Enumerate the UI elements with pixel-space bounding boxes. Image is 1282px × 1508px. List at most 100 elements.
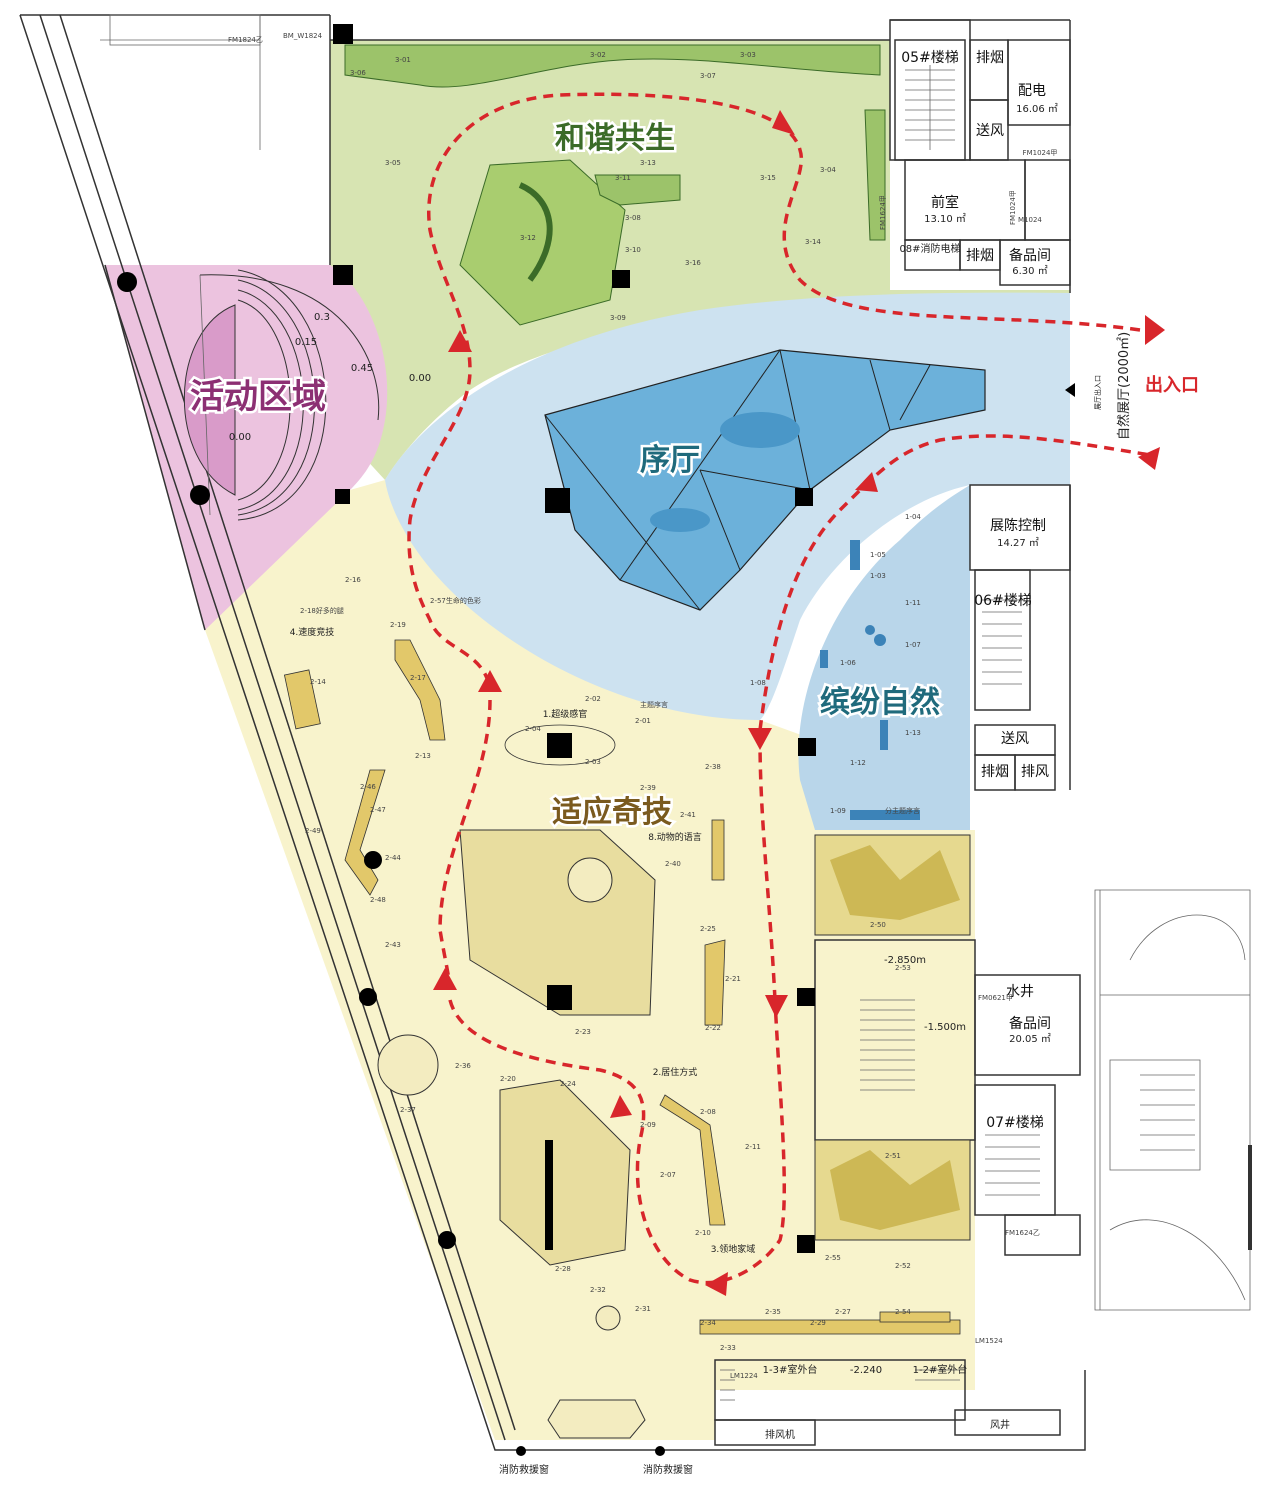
exhibit-label: 2-44 (385, 854, 401, 862)
exhibit-label: 2-32 (590, 1286, 606, 1294)
room-storage-2-area: 20.05 ㎡ (1009, 1033, 1051, 1045)
room-smoke-3: 排烟 (981, 764, 1009, 780)
section-s3: 3.领地家域 (711, 1243, 756, 1255)
exhibit-label: 2-34 (700, 1319, 716, 1327)
exhibit-label: 2-21 (725, 975, 741, 983)
level-6: -2.850m (884, 955, 926, 966)
exhibit-label: 2-36 (455, 1062, 471, 1070)
exhibit-label: 3-08 (625, 214, 641, 222)
exhibit-label: 3-04 (820, 166, 836, 174)
exhibit-label: 2-53 (895, 964, 911, 972)
exhibit-label: 2-46 (360, 783, 376, 791)
door-code-d8: LM1224 (730, 1372, 758, 1380)
level-5: 0.00 (229, 432, 251, 443)
room-exhibit-control: 展陈控制 (990, 517, 1046, 534)
exhibit-label: 2-16 (345, 576, 361, 584)
room-exhaust-machine: 排风机 (765, 1428, 795, 1441)
exhibit-label: 2-17 (410, 674, 426, 682)
exhibit-label: 3-11 (615, 174, 631, 182)
section-s2: 2.居住方式 (653, 1066, 698, 1078)
exhibit-label: 2-20 (500, 1075, 516, 1083)
exhibit-label: 1-12 (850, 759, 866, 767)
room-outdoor-1: 1-3#室外台 (763, 1363, 818, 1376)
level-4: 0.00 (409, 373, 431, 384)
exhibit-label: 2-39 (640, 784, 656, 792)
room-storage-2: 备品间 (1009, 1015, 1051, 1032)
section-labels: 1.超级感官 2.居住方式 3.领地家域 4.速度竞技 8.动物的语言 (290, 626, 756, 1255)
exhibit-label: 2-23 (575, 1028, 591, 1036)
exhibit-label: 3-07 (700, 72, 716, 80)
room-stair07: 07#楼梯 (986, 1115, 1044, 1131)
zone-activity-area (105, 265, 388, 630)
exhibit-label: 2-22 (705, 1024, 721, 1032)
exhibit-label: 2-19 (390, 621, 406, 629)
zone-title-adapt: 适应奇技 (552, 795, 672, 830)
room-air-2: 送风 (1001, 731, 1029, 747)
exhibit-label: 2-14 (310, 678, 326, 686)
room-stair06: 06#楼梯 (974, 593, 1032, 609)
service-rooms (714, 19, 1081, 1446)
room-power-area: 16.06 ㎡ (1016, 103, 1058, 115)
exhibit-label: 1-04 (905, 513, 921, 521)
room-smoke-2: 排烟 (966, 248, 994, 264)
visitor-route (407, 92, 1165, 1296)
level-8: -2.240 (850, 1365, 882, 1376)
hall-label: 自然展厅(2000㎡) (1116, 332, 1132, 440)
door-code-d9: LM1524 (975, 1337, 1003, 1345)
door-code-d7: FM1624乙 (1005, 1229, 1040, 1237)
exhibit-label: 1-03 (870, 572, 886, 580)
exhibit-label: 2-52 (895, 1262, 911, 1270)
exhibit-label: 2-47 (370, 806, 386, 814)
exhibit-label: 2-41 (680, 811, 696, 819)
room-storage-1: 备品间 (1009, 247, 1051, 264)
exhibit-label: 2-35 (765, 1308, 781, 1316)
level-2: 0.15 (295, 337, 317, 348)
exhibit-label: 2-38 (705, 763, 721, 771)
exhibit-label: 2-29 (810, 1319, 826, 1327)
diverse-elements (798, 540, 920, 820)
room-power: 配电 (1018, 83, 1046, 99)
exhibit-label: 1-07 (905, 641, 921, 649)
room-air-1: 送风 (976, 123, 1004, 139)
door-fm1024-1: FM1024甲 (1023, 149, 1058, 157)
entrance-small-label: 展厅出入口 (1093, 375, 1102, 410)
exhibit-label: 1-06 (840, 659, 856, 667)
room-exhibit-control-area: 14.27 ㎡ (997, 537, 1039, 549)
exhibit-label: 3-01 (395, 56, 411, 64)
exhibit-label: 1-13 (905, 729, 921, 737)
exhibit-label: 2-11 (745, 1143, 761, 1151)
exhibit-label: 2-37 (400, 1106, 416, 1114)
room-stair05: 05#楼梯 (901, 50, 959, 66)
rescue-window-2: 消防救援窗 (643, 1463, 693, 1476)
exhibit-label: 3-12 (520, 234, 536, 242)
exhibit-label: 2-51 (885, 1152, 901, 1160)
outdoor-ramp (1094, 889, 1252, 1311)
exhibit-label: 2-57生命的色彩 (430, 596, 481, 605)
exhibit-label: 2-04 (525, 725, 541, 733)
zone-title-activity: 活动区域 (190, 377, 326, 417)
exhibit-label: 2-27 (835, 1308, 851, 1316)
exhibit-label: 2-54 (895, 1308, 911, 1316)
exhibit-label: 2-49 (305, 827, 321, 835)
door-code-d3: FM1624甲 (879, 195, 887, 230)
entrance-marker-icon (1065, 383, 1075, 397)
exhibit-label: 2-43 (385, 941, 401, 949)
door-code-d4: M1024 (1018, 216, 1042, 224)
room-fire-elevator: 08#消防电梯 (899, 242, 960, 255)
zone-title-foyer: 序厅 (640, 443, 700, 478)
rescue-window-1: 消防救援窗 (499, 1463, 549, 1476)
exhibit-label: 3-06 (350, 69, 366, 77)
exhibit-label: 3-10 (625, 246, 641, 254)
level-marks: 0.3 0.15 0.45 0.00 0.00 -2.850m -1.500m … (229, 312, 966, 1376)
exhibit-label: 2-03 (585, 758, 601, 766)
exhibit-label: 3-02 (590, 51, 606, 59)
exhibit-label: 2-50 (870, 921, 886, 929)
exhibit-label: 3-13 (640, 159, 656, 167)
section-s8: 8.动物的语言 (648, 831, 702, 843)
level-3: 0.45 (351, 363, 373, 374)
exhibit-label: 2-08 (700, 1108, 716, 1116)
exhibit-label: 2-55 (825, 1254, 841, 1262)
entrance-label: 出入口 (1145, 374, 1199, 396)
exhibit-label: 分主题序言 (885, 806, 920, 815)
exhibit-label: 2-28 (555, 1265, 571, 1273)
